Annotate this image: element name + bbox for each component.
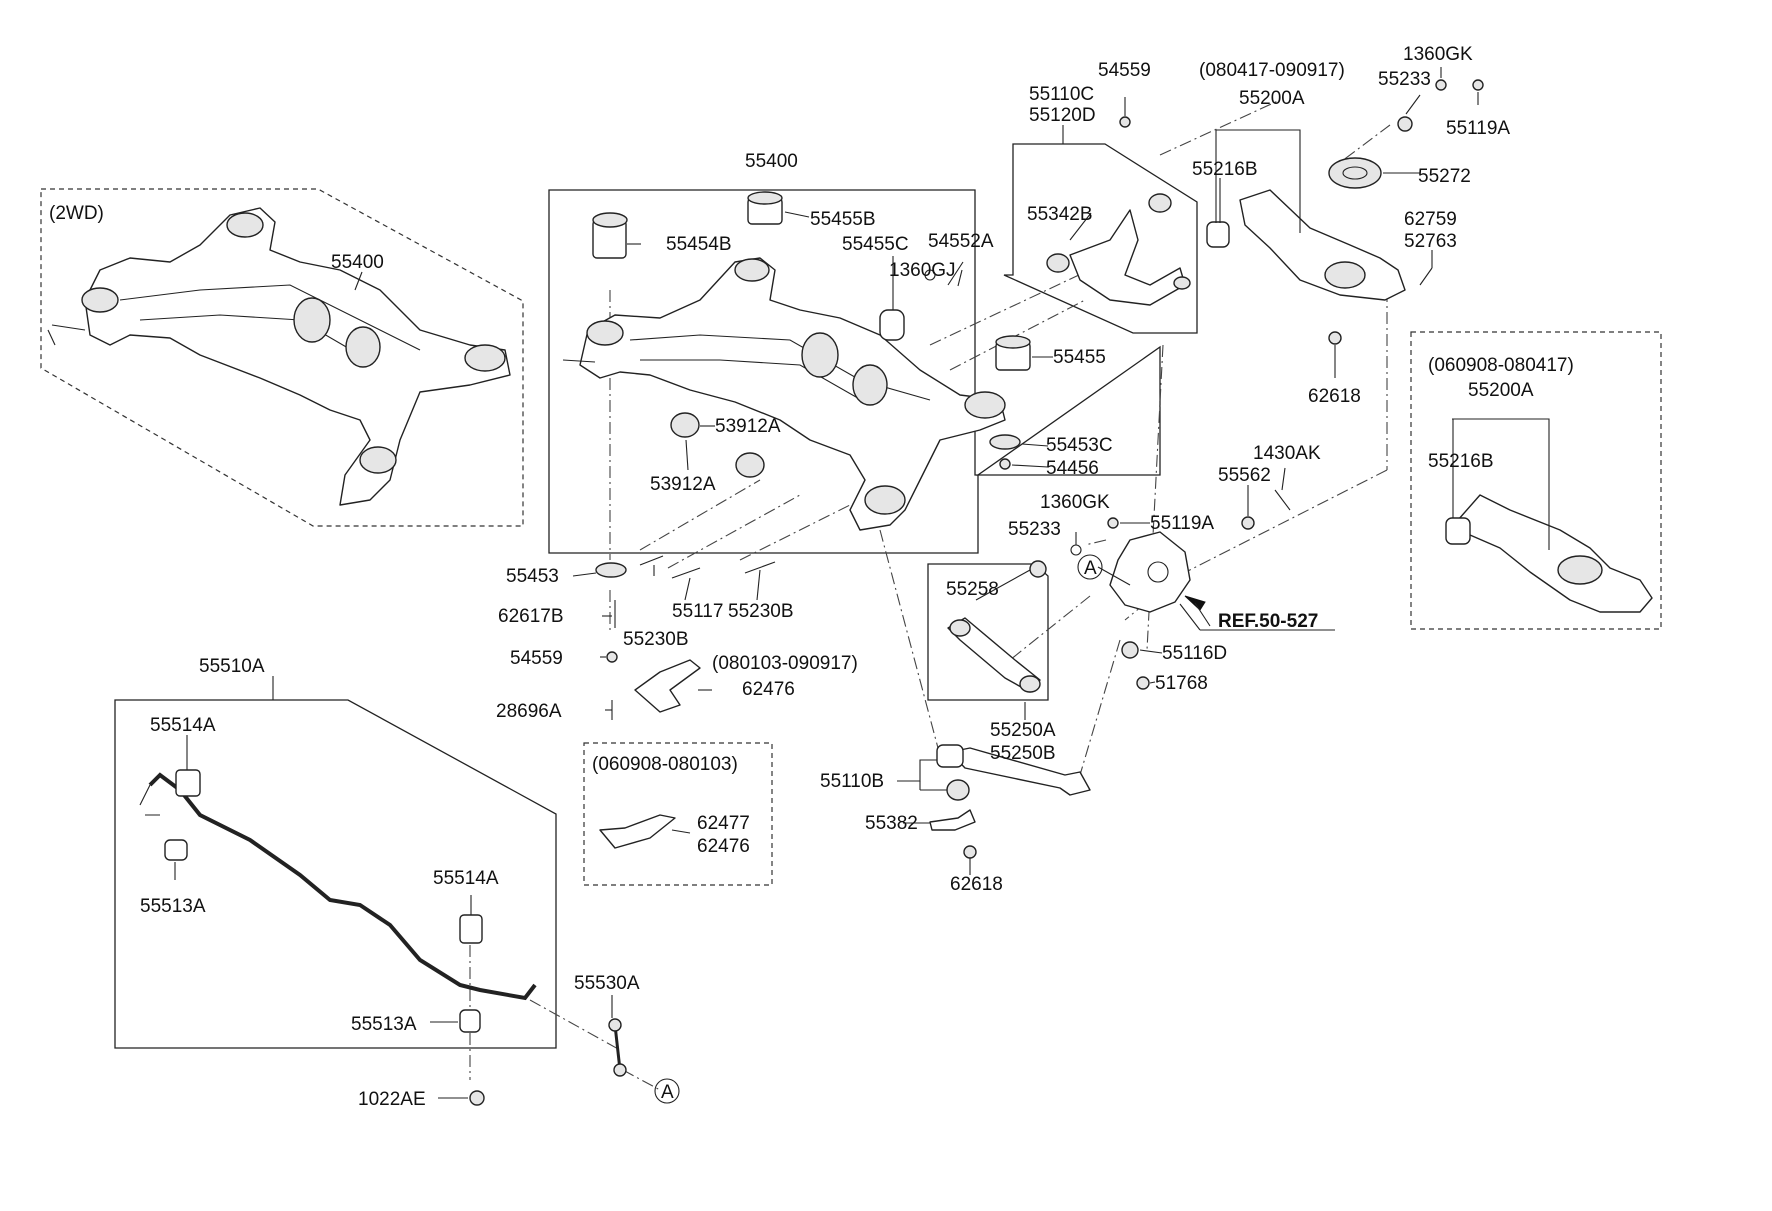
label-55117: 55117 — [672, 601, 723, 622]
label-62759: 62759 — [1404, 209, 1457, 230]
label-55455c: 55455C — [842, 234, 909, 255]
label-55110c: 55110C — [1029, 84, 1094, 105]
label-55200a-alt: 55200A — [1468, 380, 1534, 401]
label-55200a-top: 55200A — [1239, 88, 1305, 109]
note-range-bracket: (080103-090917) — [712, 653, 858, 674]
label-1022ae: 1022AE — [358, 1089, 426, 1110]
label-55513a-1: 55513A — [140, 896, 206, 917]
label-54456: 54456 — [1046, 458, 1099, 479]
label-54559-low: 54559 — [510, 648, 563, 669]
box-upper-arm — [1003, 143, 1198, 334]
label-1360gk-mid: 1360GK — [1040, 492, 1110, 513]
label-55230b-2: 55230B — [623, 629, 689, 650]
small-parts — [139, 79, 1653, 1106]
circle-a-label: A — [1084, 558, 1097, 579]
label-1360gk-top: 1360GK — [1403, 44, 1473, 65]
label-1360gj: 1360GJ — [889, 260, 956, 281]
label-55216b-top: 55216B — [1192, 159, 1258, 180]
box-stabilizer — [114, 699, 557, 1049]
box-arm-alt — [1410, 331, 1662, 630]
label-55119a-top: 55119A — [1446, 118, 1510, 139]
label-55382: 55382 — [865, 813, 918, 834]
label-55455b: 55455B — [810, 209, 876, 230]
label-55514a-1: 55514A — [150, 715, 216, 736]
leader-lines — [174, 67, 1550, 1099]
label-55230b-1: 55230B — [728, 601, 794, 622]
label-55453: 55453 — [506, 566, 559, 587]
label-62618-top: 62618 — [1308, 386, 1361, 407]
label-62618-low: 62618 — [950, 874, 1003, 895]
note-range-box-arm: (060908-080417) — [1428, 355, 1574, 376]
label-55530a: 55530A — [574, 973, 640, 994]
subframe-2wd-drawing — [47, 207, 511, 506]
label-1430ak: 1430AK — [1253, 443, 1321, 464]
subframe-main-drawing — [562, 257, 1006, 531]
label-62476-top: 62476 — [742, 679, 795, 700]
label-54559-top: 54559 — [1098, 60, 1151, 81]
label-55400-2wd: 55400 — [331, 252, 384, 273]
label-55233-top: 55233 — [1378, 69, 1431, 90]
label-ref: REF.50-527 — [1218, 611, 1318, 632]
label-53912a-2: 53912A — [650, 474, 716, 495]
label-55342b: 55342B — [1027, 204, 1093, 225]
label-55119a-mid: 55119A — [1150, 513, 1214, 534]
label-55233-mid: 55233 — [1008, 519, 1061, 540]
label-55258: 55258 — [946, 579, 999, 600]
box-2wd — [40, 188, 524, 527]
label-55110b: 55110B — [820, 771, 884, 792]
box-55258-arm — [927, 563, 1049, 701]
circle-a-label: A — [661, 1082, 674, 1103]
label-62477: 62477 — [697, 813, 750, 834]
label-55250a: 55250A — [990, 720, 1056, 741]
label-55562: 55562 — [1218, 465, 1271, 486]
circle-a-icon — [1077, 554, 1103, 580]
label-52763: 52763 — [1404, 231, 1457, 252]
label-55454b: 55454B — [666, 234, 732, 255]
label-55513a-2: 55513A — [351, 1014, 417, 1035]
label-54552a: 54552A — [928, 231, 994, 252]
circle-a-icon — [654, 1078, 680, 1104]
note-range-box-bracket: (060908-080103) — [592, 754, 738, 775]
label-55453c: 55453C — [1046, 435, 1113, 456]
label-55116d: 55116D — [1162, 643, 1227, 664]
label-55272: 55272 — [1418, 166, 1471, 187]
note-range-top: (080417-090917) — [1199, 60, 1345, 81]
label-62617b: 62617B — [498, 606, 564, 627]
box-bracket-alt — [583, 742, 773, 886]
label-28696a: 28696A — [496, 701, 562, 722]
label-62476-box: 62476 — [697, 836, 750, 857]
group-boxes — [40, 143, 1662, 1049]
label-53912a-1: 53912A — [715, 416, 781, 437]
label-55455: 55455 — [1053, 347, 1106, 368]
label-55250b: 55250B — [990, 743, 1056, 764]
label-55216b-alt: 55216B — [1428, 451, 1494, 472]
label-55510a: 55510A — [199, 656, 265, 677]
note-2wd: (2WD) — [49, 203, 104, 224]
label-55400: 55400 — [745, 151, 798, 172]
labels: (2WD) 55400 55400 55455B 55454B 55455C 5… — [49, 44, 1574, 1110]
label-51768: 51768 — [1155, 673, 1208, 694]
label-55514a-2: 55514A — [433, 868, 499, 889]
label-55120d: 55120D — [1029, 105, 1096, 126]
